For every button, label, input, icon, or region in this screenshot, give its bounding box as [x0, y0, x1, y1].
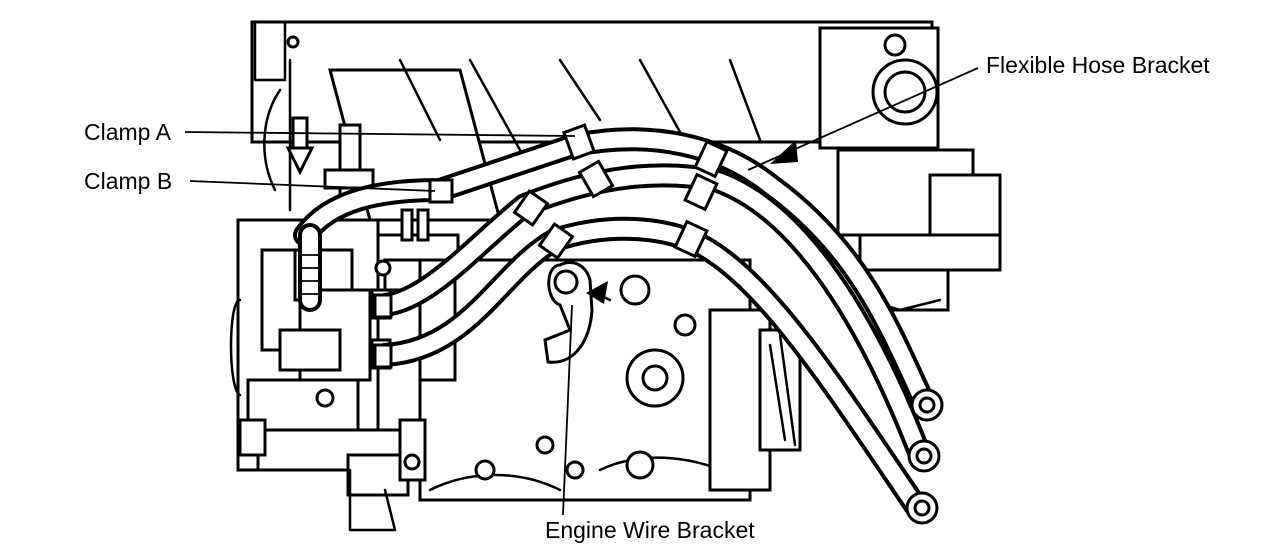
clamp-a-label: Clamp A	[84, 119, 171, 145]
hose-end-fittings	[905, 388, 944, 525]
fuel-hoses	[293, 127, 937, 517]
flexible-hose-bracket-label: Flexible Hose Bracket	[986, 52, 1210, 78]
engine-wire-bracket-part	[543, 261, 594, 364]
engine-wire-bracket-label: Engine Wire Bracket	[545, 517, 755, 543]
hose-clamps	[373, 123, 729, 369]
leader-lines	[184, 67, 979, 516]
engine-block	[250, 20, 1002, 502]
clamp-b-label: Clamp B	[84, 168, 173, 194]
